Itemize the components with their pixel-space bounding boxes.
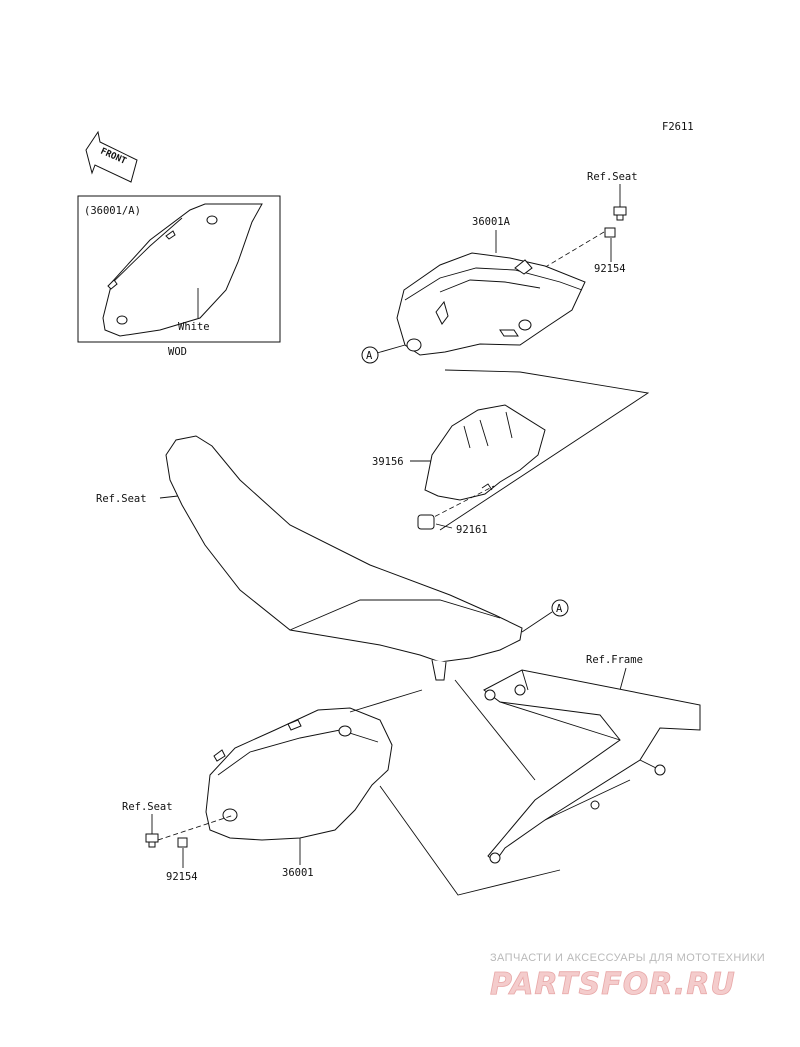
front-arrow-icon: FRONT: [85, 130, 138, 183]
callout-92161: 92161: [456, 524, 488, 536]
variant-inset: (36001/A) White WOD: [77, 195, 281, 358]
inset-part-ref: (36001/A): [84, 205, 141, 217]
watermark-brand: PARTSFOR.RU: [490, 967, 736, 1002]
callout-ref-frame: Ref.Frame: [586, 654, 643, 666]
inset-color-label: White: [178, 321, 210, 333]
callout-36001A: 36001A: [472, 216, 511, 228]
subframe: [483, 669, 701, 864]
pad-39156: [424, 404, 546, 501]
grommet-icon-bottom: [177, 837, 188, 848]
callout-ref-seat-top: Ref.Seat: [587, 171, 638, 183]
callout-92154-top: 92154: [594, 263, 626, 275]
callout-39156: 39156: [372, 456, 404, 468]
callout-ref-a-mid: A: [556, 603, 563, 615]
inset-variant-label: WOD: [168, 346, 187, 358]
watermark-tagline: ЗАПЧАСТИ И АКСЕССУАРЫ ДЛЯ МОТОТЕХНИКИ: [490, 952, 765, 964]
bolt-icon: [613, 206, 627, 221]
callout-ref-seat-bottom: Ref.Seat: [122, 801, 173, 813]
seat: [165, 435, 523, 681]
figure-code: F2611: [662, 121, 694, 133]
callout-36001: 36001: [282, 867, 314, 879]
bolt-icon-bottom: [145, 833, 159, 848]
callout-ref-a-top: A: [366, 350, 373, 362]
side-cover-left: [205, 707, 393, 841]
callout-92154-bottom: 92154: [166, 871, 198, 883]
collar-icon: [417, 514, 435, 530]
ref-a-marker-top: [361, 346, 379, 364]
callout-ref-seat-mid: Ref.Seat: [96, 493, 147, 505]
ref-a-marker-mid: [551, 599, 569, 617]
side-cover-right: [396, 252, 586, 356]
grommet-icon: [604, 227, 616, 238]
